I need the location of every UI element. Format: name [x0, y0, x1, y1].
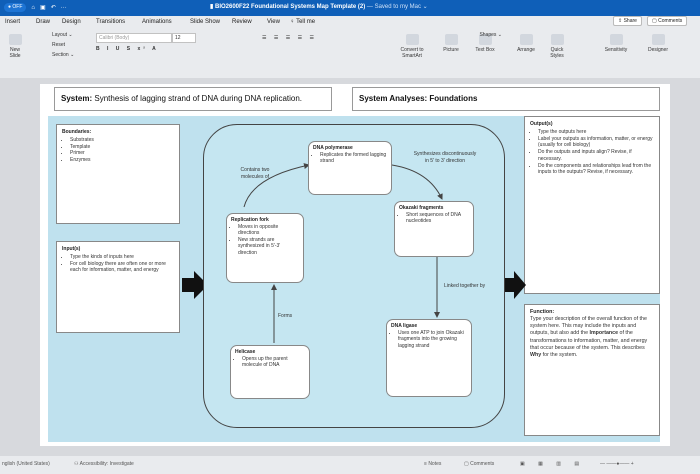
arrange-icon — [519, 34, 533, 45]
save-icon[interactable]: ▣ — [40, 5, 46, 11]
lightbulb-icon: ♀ — [290, 19, 295, 25]
ribbon: Insert Draw Design Transitions Animation… — [0, 16, 700, 79]
picture-button[interactable]: Picture — [440, 34, 462, 53]
label-synthesizes: Synthesizes discontinuously in 5' to 3' … — [413, 151, 477, 164]
accessibility-icon: ⚇ — [74, 461, 79, 467]
list-item: For cell biology there are often one or … — [70, 261, 174, 275]
reset-button[interactable]: Reset — [52, 42, 66, 48]
home-icon[interactable]: ⌂ — [31, 4, 36, 11]
inputs-box[interactable]: Input(s) Type the kinds of inputs here F… — [56, 241, 180, 333]
input-arrow — [182, 271, 208, 299]
designer-icon — [651, 34, 665, 45]
sensitivity-button[interactable]: Sensitivity — [600, 34, 632, 53]
new-slide-button[interactable]: New Slide — [4, 34, 26, 59]
output-arrow — [503, 271, 526, 299]
convert-smartart-button[interactable]: Convert to SmartArt — [395, 34, 429, 59]
tell-me[interactable]: ♀ Tell me — [290, 19, 316, 25]
list-item: Template — [70, 144, 174, 151]
comment-icon: ▢ — [652, 18, 657, 24]
okazaki-fragments-box[interactable]: Okazaki fragments Short sequences of DNA… — [394, 201, 474, 257]
list-item: Replicates the formed lagging strand — [320, 152, 387, 165]
process-arrows — [243, 163, 443, 343]
tab-view[interactable]: View — [267, 19, 280, 25]
format-buttons[interactable]: B I U S x² A — [96, 46, 159, 52]
comment-icon: ▢ — [464, 461, 469, 467]
tab-animations[interactable]: Animations — [142, 19, 172, 25]
sensitivity-icon — [609, 34, 623, 45]
new-slide-icon — [8, 34, 22, 45]
font-size-field[interactable]: 12 — [172, 33, 196, 43]
layout-button[interactable]: Layout ⌄ — [52, 32, 73, 38]
notes-button[interactable]: ≡ Notes — [424, 461, 442, 467]
ribbon-toolbar: New Slide Layout ⌄ Reset Section ⌄ Calib… — [0, 30, 700, 76]
tab-insert[interactable]: Insert — [5, 19, 21, 25]
comments-status-button[interactable]: ▢ Comments — [464, 461, 495, 467]
font-name-field[interactable]: Calibri (Body) — [96, 33, 172, 43]
ppt-icon: ▮ — [210, 4, 214, 10]
list-item: Type the outputs here — [538, 129, 654, 136]
more-icon[interactable]: ··· — [60, 4, 67, 11]
replication-fork-box[interactable]: Replication fork Moves in opposite direc… — [226, 213, 304, 283]
shapes-button[interactable]: Shapes ⌄ — [479, 32, 502, 38]
list-item: New strands are synthesized in 5'-3' dir… — [238, 237, 299, 257]
list-item: Type the kinds of inputs here — [70, 254, 174, 261]
process-frame: DNA polymerase Replicates the formed lag… — [203, 124, 505, 428]
autosave-toggle[interactable]: ● OFF — [4, 3, 27, 12]
flow-arrows — [182, 271, 526, 299]
arrange-button[interactable]: Arrange — [514, 34, 538, 53]
analyses-title-box[interactable]: System Analyses: Foundations — [352, 87, 660, 111]
accessibility-status[interactable]: ⚇ Accessibility: Investigate — [74, 461, 134, 467]
function-box[interactable]: Function: Type your description of the o… — [524, 304, 660, 436]
text-box-button[interactable]: Text Box — [470, 34, 500, 53]
document-title: ▮ BIO2600F22 Foundational Systems Map Te… — [210, 4, 428, 10]
comments-button[interactable]: ▢ Comments — [647, 16, 688, 26]
text-box-icon — [478, 34, 492, 45]
list-item: Short sequences of DNA nucleotides — [406, 212, 469, 225]
smartart-icon — [405, 34, 419, 45]
tab-transitions[interactable]: Transitions — [96, 19, 126, 25]
zoom-slider[interactable]: — ——●—— + — [600, 461, 634, 467]
dna-ligase-box[interactable]: DNA ligase Uses one ATP to join Okazaki … — [386, 319, 472, 397]
paragraph-buttons[interactable]: ☰ ☰ ☰ ☰ ☰ — [262, 35, 317, 41]
title-bar: ● OFF ⌂ ▣ ↶ ··· ▮ BIO2600F22 Foundationa… — [0, 0, 700, 16]
list-item: Substrates — [70, 137, 174, 144]
label-linked-together: Linked together by — [444, 283, 486, 289]
quick-styles-button[interactable]: Quick Styles — [544, 34, 570, 59]
view-buttons[interactable]: ▣ ▦ ▥ ▤ — [520, 461, 586, 467]
system-panel: Boundaries: Substrates Template Primer E… — [48, 116, 660, 442]
list-item: Do the components and relationships lead… — [538, 163, 654, 177]
list-item: Moves in opposite directions — [238, 224, 299, 237]
ribbon-tabs: Insert Draw Design Transitions Animation… — [0, 16, 700, 29]
tab-design[interactable]: Design — [62, 19, 81, 25]
system-title-box[interactable]: System: Synthesis of lagging strand of D… — [54, 87, 332, 111]
designer-button[interactable]: Designer — [644, 34, 672, 53]
quick-styles-icon — [550, 34, 564, 45]
list-item: Label your outputs as information, matte… — [538, 136, 654, 150]
tab-draw[interactable]: Draw — [36, 19, 51, 25]
tab-slide-show[interactable]: Slide Show — [190, 19, 221, 25]
tab-review[interactable]: Review — [232, 19, 252, 25]
section-button[interactable]: Section ⌄ — [52, 52, 75, 58]
label-forms: Forms — [278, 313, 293, 319]
outputs-box[interactable]: Output(s) Type the outputs here Label yo… — [524, 116, 660, 294]
list-item: Primer — [70, 150, 174, 157]
list-item: Opens up the parent molecule of DNA — [242, 356, 305, 369]
boundaries-box[interactable]: Boundaries: Substrates Template Primer E… — [56, 124, 180, 224]
status-bar: nglish (United States) ⚇ Accessibility: … — [0, 456, 700, 474]
dna-polymerase-box[interactable]: DNA polymerase Replicates the formed lag… — [308, 141, 392, 195]
label-contains: Contains two molecules of — [240, 167, 270, 180]
list-item: Do the outputs and inputs align? Revise,… — [538, 149, 654, 163]
share-button[interactable]: ⇪ Share — [613, 16, 642, 26]
arrow-polymerase-to-okazaki — [391, 164, 443, 200]
slide[interactable]: System: Synthesis of lagging strand of D… — [40, 84, 670, 446]
list-item: Enzymes — [70, 157, 174, 164]
list-item: Uses one ATP to join Okazaki fragments i… — [398, 330, 467, 350]
helicase-box[interactable]: Helicase Opens up the parent molecule of… — [230, 345, 310, 399]
undo-icon[interactable]: ↶ — [50, 5, 56, 11]
notes-icon: ≡ — [424, 461, 427, 467]
language-status[interactable]: nglish (United States) — [2, 461, 50, 467]
share-icon: ⇪ — [618, 18, 623, 24]
picture-icon — [444, 34, 458, 45]
arrow-fork-to-polymerase — [243, 163, 310, 208]
